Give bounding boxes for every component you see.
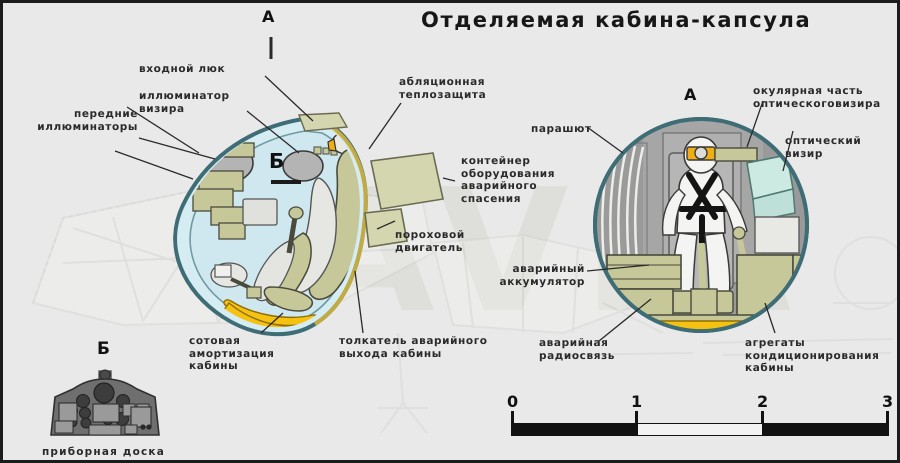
section-marker-a-left: А bbox=[262, 7, 276, 26]
capsule-front-section bbox=[593, 117, 809, 333]
leader-lines bbox=[114, 37, 794, 342]
label-rescue-container: контейнер оборудования аварийного спасен… bbox=[461, 155, 556, 205]
capsule-artwork bbox=[114, 37, 809, 342]
capsule-side-view bbox=[173, 112, 444, 337]
scale-bar: 0 1 2 3 bbox=[507, 392, 893, 437]
label-emergency-battery: аварийный аккумулятор bbox=[499, 263, 585, 288]
scale-segment-2-3 bbox=[763, 423, 889, 436]
scale-tick-2 bbox=[761, 411, 764, 424]
label-powder-engine: пороховой двигатель bbox=[395, 229, 465, 254]
label-instrument-panel: приборная доска bbox=[41, 446, 166, 458]
section-marker-a-right: А bbox=[684, 85, 698, 104]
powder-engine-block bbox=[364, 208, 408, 248]
label-optical-sight: оптический визир bbox=[785, 135, 862, 160]
label-honeycomb-damping: сотовая амортизация кабины bbox=[189, 335, 275, 372]
label-sight-porthole: иллюминатор визира bbox=[139, 90, 230, 115]
scale-tick-3 bbox=[886, 411, 889, 424]
label-emergency-radio: аварийная радиосвязь bbox=[539, 337, 616, 362]
page-title: Отделяемая кабина-капсула bbox=[421, 8, 812, 32]
scale-segment-0-1 bbox=[511, 423, 637, 436]
label-parachute: парашют bbox=[531, 123, 592, 135]
label-eyepiece-optical-sight: окулярная часть оптическоговизира bbox=[753, 85, 881, 110]
section-marker-b-panel: Б bbox=[97, 339, 110, 359]
label-front-portholes: передние иллюминаторы bbox=[37, 108, 138, 133]
scale-tick-1 bbox=[635, 411, 638, 424]
instrument-panel-inset bbox=[50, 369, 160, 436]
scale-number-2: 2 bbox=[757, 392, 769, 411]
label-entry-hatch: входной люк bbox=[139, 63, 226, 75]
scale-number-0: 0 bbox=[507, 392, 519, 411]
section-marker-b-capsule: Б bbox=[269, 149, 286, 173]
label-ejection-pusher: толкатель аварийного выхода кабины bbox=[339, 335, 488, 360]
scale-number-3: 3 bbox=[882, 392, 894, 411]
rescue-equipment-container bbox=[370, 152, 444, 210]
label-cabin-conditioning: агрегаты кондиционирования кабины bbox=[745, 337, 880, 374]
scale-number-1: 1 bbox=[631, 392, 643, 411]
label-ablative-shield: абляционная теплозащита bbox=[399, 76, 487, 101]
scale-tick-0 bbox=[511, 411, 514, 424]
scale-segment-1-2 bbox=[637, 423, 763, 436]
